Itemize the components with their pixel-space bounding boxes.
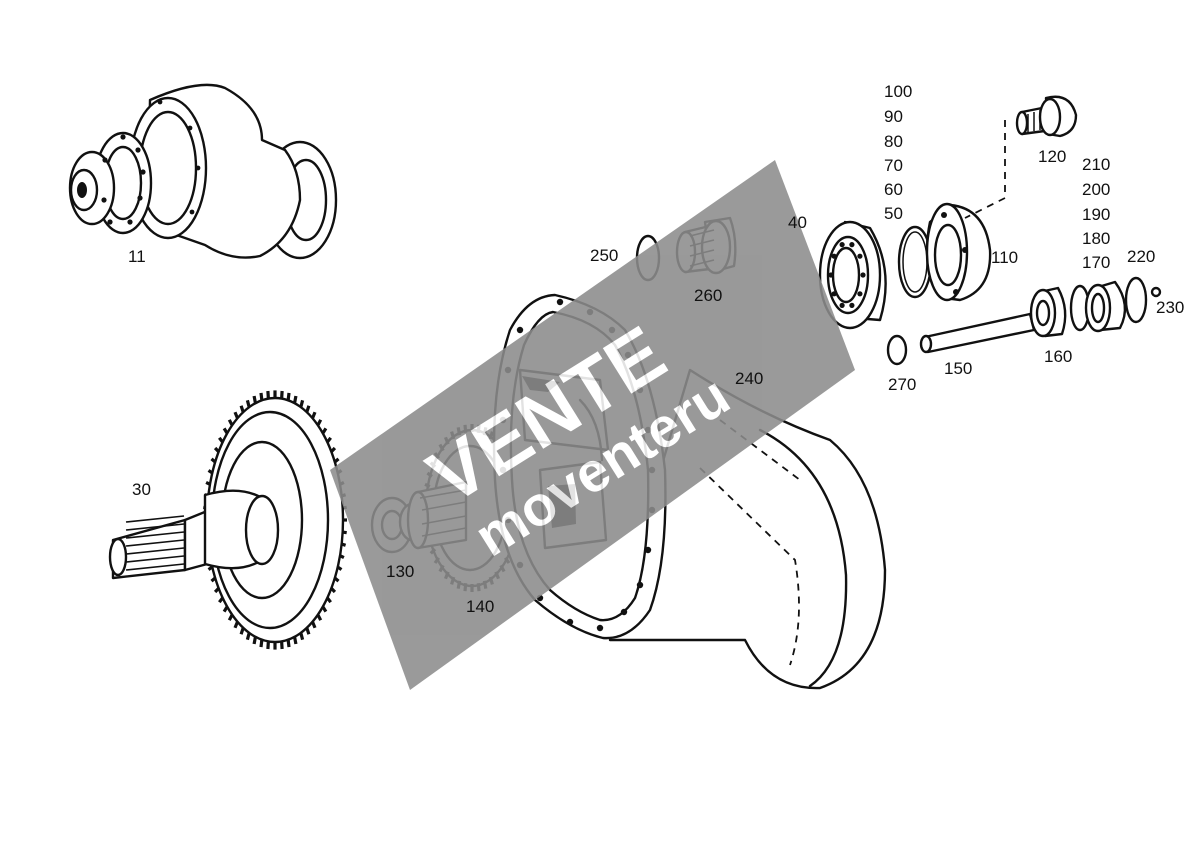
bushing — [1029, 286, 1067, 338]
label-260: 260 — [694, 286, 722, 305]
label-120: 120 — [1038, 147, 1066, 166]
bearing — [818, 220, 887, 330]
bearing-ball — [828, 272, 834, 278]
label-150: 150 — [944, 359, 972, 378]
bolt-hole — [566, 618, 574, 626]
label-60: 60 — [884, 180, 903, 199]
label-40: 40 — [788, 213, 807, 232]
label-170: 170 — [1082, 253, 1110, 272]
pinion-tooth — [125, 523, 185, 531]
pin — [919, 312, 1036, 354]
label-140: 140 — [466, 597, 494, 616]
label-180: 180 — [1082, 229, 1110, 248]
label-220: 220 — [1127, 247, 1155, 266]
bearing-cover — [925, 202, 992, 302]
bolt-hole — [556, 298, 564, 306]
bearing-ball — [831, 291, 837, 297]
snap-ring — [1124, 276, 1162, 324]
bearing-ball — [857, 253, 863, 259]
callout-labels: 11 30 130 140 240 250 260 40 100 90 80 7… — [128, 82, 1184, 616]
label-210: 210 — [1082, 155, 1110, 174]
final-drive-assembly — [68, 83, 338, 260]
screw — [964, 95, 1078, 219]
label-230: 230 — [1156, 298, 1184, 317]
pinion-tooth — [125, 563, 185, 571]
bearing-ball — [839, 302, 845, 308]
label-30: 30 — [132, 480, 151, 499]
pinion-tooth — [125, 515, 185, 523]
bearing-ball — [839, 242, 845, 248]
label-110: 110 — [991, 248, 1018, 267]
pinion-tooth — [125, 531, 185, 539]
label-100: 100 — [884, 82, 912, 101]
bearing-ball — [849, 242, 855, 248]
watermark-band — [330, 160, 855, 690]
bolt-hole — [516, 326, 524, 334]
label-240: 240 — [735, 369, 763, 388]
bolt-hole — [644, 546, 652, 554]
pinion-tooth — [125, 555, 185, 563]
label-250: 250 — [590, 246, 618, 265]
bolt-hole — [620, 608, 628, 616]
pinion-tooth — [125, 547, 185, 555]
bearing-ball — [857, 291, 863, 297]
label-11: 11 — [128, 247, 146, 266]
o-ring-small — [886, 334, 908, 366]
bearing-ball — [831, 253, 837, 259]
label-200: 200 — [1082, 180, 1110, 199]
label-50: 50 — [884, 204, 903, 223]
bolt-hole — [596, 624, 604, 632]
label-190: 190 — [1082, 205, 1110, 224]
seal-ring — [1069, 280, 1127, 333]
label-70: 70 — [884, 156, 903, 175]
label-270: 270 — [888, 375, 916, 394]
bolt-hole — [636, 581, 644, 589]
label-160: 160 — [1044, 347, 1072, 366]
gear-shaft — [108, 390, 347, 650]
label-130: 130 — [386, 562, 414, 581]
label-90: 90 — [884, 107, 903, 126]
bearing-ball — [860, 272, 866, 278]
bearing-ball — [849, 302, 855, 308]
pinion-tooth — [125, 539, 185, 547]
label-80: 80 — [884, 132, 903, 151]
